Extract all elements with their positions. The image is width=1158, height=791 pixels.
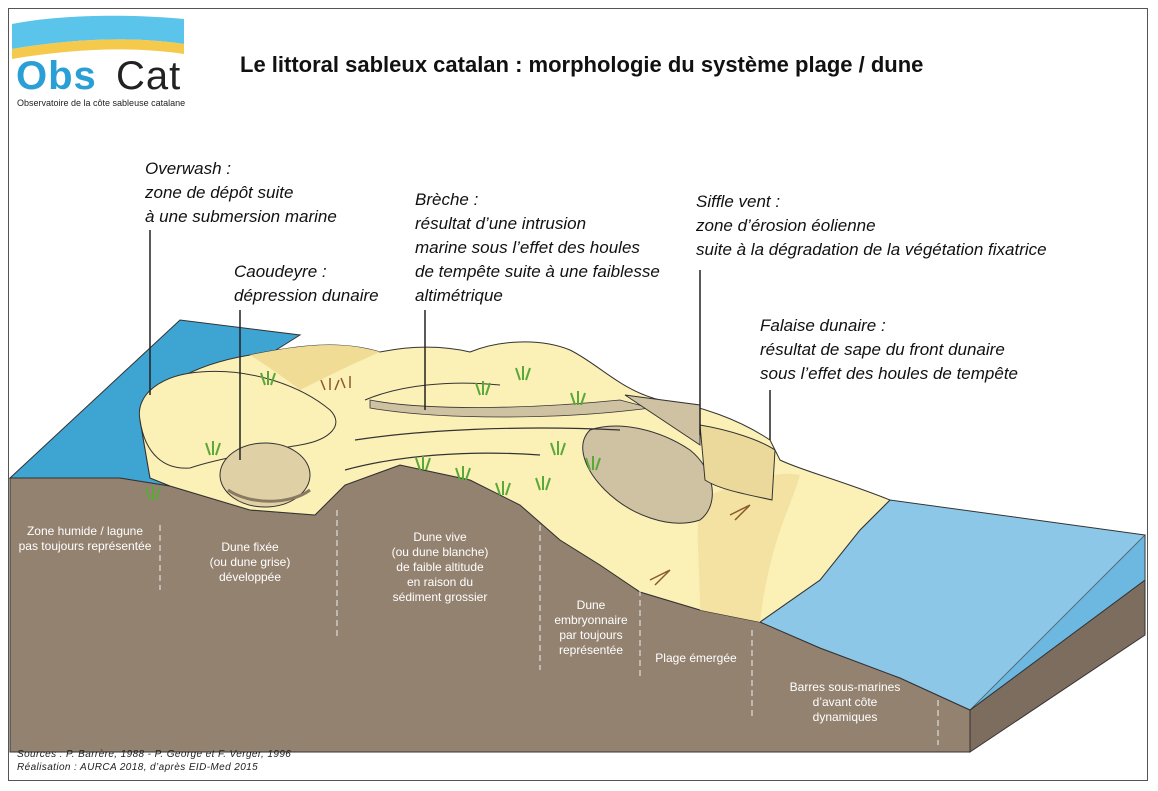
obscat-logo: Obs Cat Observatoire de la côte sableuse… <box>12 14 185 108</box>
zone-label-dune-vive: Dune vive (ou dune blanche) de faible al… <box>370 530 510 605</box>
zone-line: en raison du <box>406 575 474 589</box>
annotation-caoudeyre: Caoudeyre : dépression dunaire <box>234 260 379 308</box>
zone-line: pas toujours représentée <box>18 539 152 553</box>
zone-line: Plage émergée <box>655 651 737 665</box>
annotation-line: de tempête suite à une faiblesse <box>415 262 660 281</box>
annotation-breche: Brèche : résultat d’une intrusion marine… <box>415 188 660 308</box>
annotation-line: zone d’érosion éolienne <box>696 216 876 235</box>
caoudeyre-depression <box>219 442 311 508</box>
zone-line: embryonnaire <box>554 613 628 627</box>
dune-ridge-line <box>344 452 541 471</box>
zone-line: Dune fixée <box>221 540 279 554</box>
dune-ridge-line <box>354 427 621 441</box>
zone-line: Dune vive <box>413 530 467 544</box>
zone-line: développée <box>218 570 282 584</box>
annotation-line: suite à la dégradation de la végétation … <box>696 240 1047 259</box>
annotation-line: Caoudeyre : <box>234 262 327 281</box>
logo-subtitle: Observatoire de la côte sableuse catalan… <box>17 98 186 108</box>
annotation-pointers <box>149 230 771 460</box>
annotation-line: à une submersion marine <box>145 207 337 226</box>
annotation-line: dépression dunaire <box>234 286 379 305</box>
annotation-line: altimétrique <box>415 286 503 305</box>
annotation-falaise-dunaire: Falaise dunaire : résultat de sape du fr… <box>760 314 1018 386</box>
annotation-siffle-vent: Siffle vent : zone d’érosion éolienne su… <box>696 190 1047 262</box>
annotation-line: Falaise dunaire : <box>760 316 886 335</box>
page-title: Le littoral sableux catalan : morphologi… <box>240 52 924 77</box>
annotation-overwash: Overwash : zone de dépôt suite à une sub… <box>145 157 337 229</box>
siffle-vent-blowout <box>582 425 713 524</box>
sources-line: Sources : P. Barrère, 1988 - P. George e… <box>17 749 292 760</box>
zone-line: d’avant côte <box>812 695 878 709</box>
plage-shade <box>697 473 800 622</box>
logo-word-obs: Obs <box>16 54 97 98</box>
zone-line: Barres sous-marines <box>789 680 901 694</box>
zone-line: (ou dune grise) <box>209 555 291 569</box>
sources-credit: Sources : P. Barrère, 1988 - P. George e… <box>17 748 291 774</box>
dead-vegetation <box>320 376 751 586</box>
zone-line: par toujours <box>559 628 623 642</box>
overwash-lobe <box>138 370 337 469</box>
zone-dividers <box>159 510 939 745</box>
zone-line: sédiment grossier <box>392 590 488 604</box>
annotation-line: Overwash : <box>145 159 231 178</box>
zone-line: de faible altitude <box>396 560 484 574</box>
zone-label-plage: Plage émergée <box>645 651 747 666</box>
figure-frame <box>8 8 1148 781</box>
zone-line: (ou dune blanche) <box>391 545 489 559</box>
zone-label-dune-fixee: Dune fixée (ou dune grise) développée <box>180 540 320 585</box>
zone-label-dune-embryonnaire: Dune embryonnaire par toujours représent… <box>545 598 637 658</box>
annotation-line: résultat d’une intrusion <box>415 214 587 233</box>
upper-dune-shade <box>250 344 380 390</box>
annotation-line: Brèche : <box>415 190 479 209</box>
zone-label-lagune: Zone humide / lagune pas toujours représ… <box>10 524 160 554</box>
annotation-line: Siffle vent : <box>696 192 781 211</box>
annotation-line: sous l’effet des houles de tempête <box>760 364 1018 383</box>
sea-side-face <box>969 534 1146 711</box>
vegetation <box>145 366 601 501</box>
sources-line: Réalisation : AURCA 2018, d’après EID-Me… <box>17 762 259 773</box>
zone-line: représentée <box>558 643 624 657</box>
annotation-line: marine sous l’effet des houles <box>415 238 640 257</box>
logo-word-cat: Cat <box>116 54 182 98</box>
zone-label-barres: Barres sous-marines d’avant côte dynamiq… <box>770 680 920 725</box>
zone-line: Zone humide / lagune <box>26 524 144 538</box>
falaise-dunaire <box>699 424 776 501</box>
annotation-line: résultat de sape du front dunaire <box>760 340 1005 359</box>
caoudeyre-floor <box>227 488 311 503</box>
annotation-line: zone de dépôt suite <box>145 183 294 202</box>
logo-wave-icon <box>12 15 184 59</box>
zone-line: dynamiques <box>812 710 878 724</box>
zone-line: Dune <box>576 598 606 612</box>
